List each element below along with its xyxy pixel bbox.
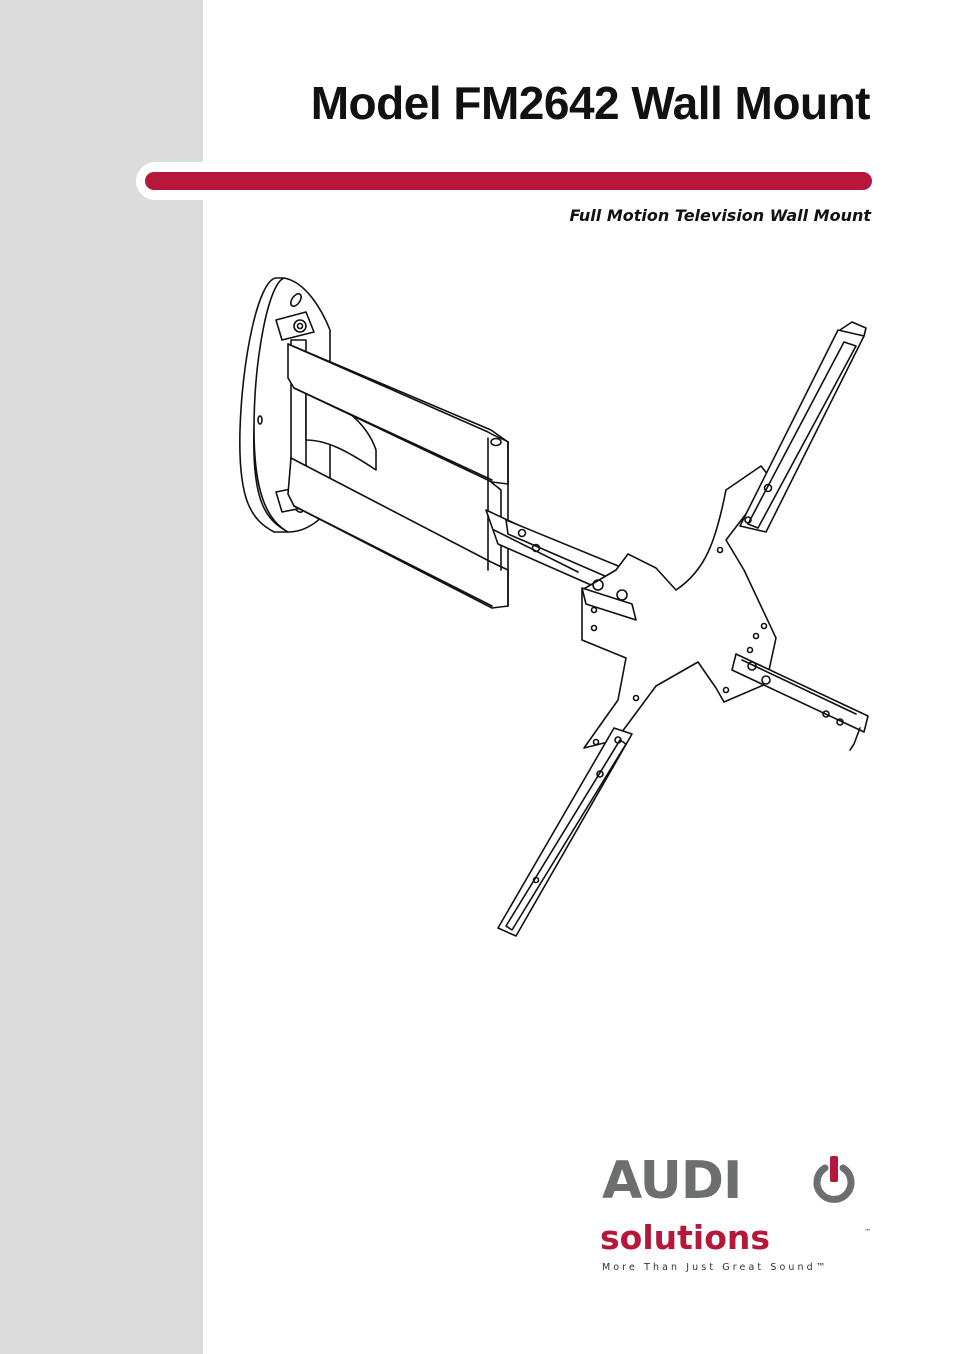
- brand-logo: AUDI solutions ™ More Than Just Great So…: [598, 1150, 874, 1280]
- brand-trademark: ™: [864, 1228, 871, 1236]
- brand-sub: solutions: [600, 1218, 771, 1257]
- page-title: Model FM2642 Wall Mount: [310, 77, 871, 129]
- extension-bar: [485, 509, 629, 597]
- page-subtitle: Full Motion Television Wall Mount: [569, 206, 871, 225]
- vertical-rail-top: [739, 321, 867, 533]
- vertical-rail-bottom: [497, 727, 633, 937]
- brand-name: AUDI: [602, 1151, 742, 1211]
- horizontal-rail-right: [731, 653, 869, 751]
- adapter-bracket: [581, 579, 637, 621]
- accent-rule: [145, 172, 872, 190]
- left-sidebar-band: [0, 0, 203, 1354]
- brand-tagline: More Than Just Great Sound™: [602, 1262, 829, 1273]
- power-icon: [813, 1156, 855, 1203]
- wall-mount-illustration: [239, 277, 869, 937]
- swing-arm: [287, 339, 509, 609]
